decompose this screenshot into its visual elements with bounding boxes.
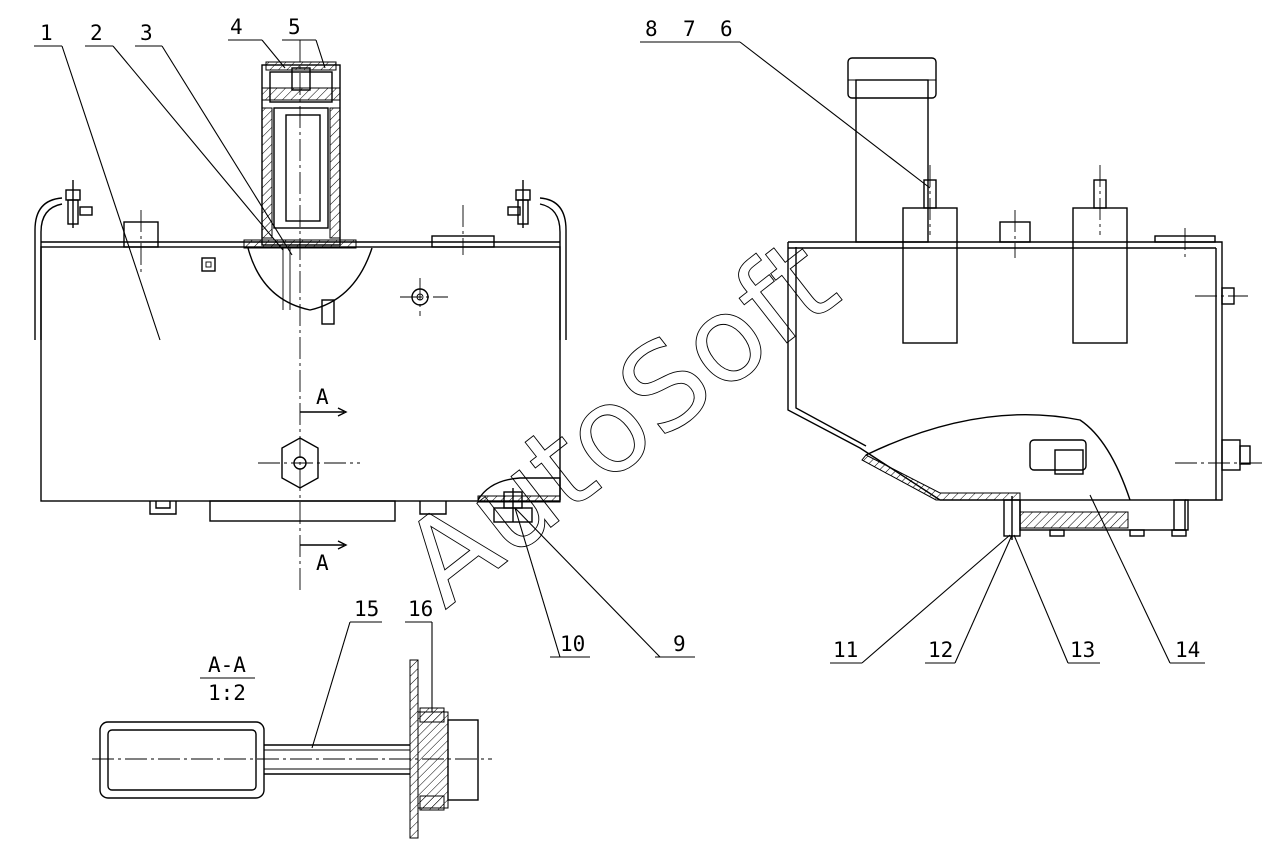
side-view bbox=[787, 57, 1262, 540]
callout-labels: 1 2 3 4 5 6 7 8 9 10 11 12 13 14 15 16 A… bbox=[40, 15, 1200, 705]
callout-7: 7 bbox=[683, 17, 696, 41]
callout-1: 1 bbox=[40, 21, 53, 45]
section-mark-top: A bbox=[316, 385, 329, 409]
callout-2: 2 bbox=[90, 21, 103, 45]
section-a-a bbox=[92, 659, 492, 839]
callout-3: 3 bbox=[140, 21, 153, 45]
callout-10: 10 bbox=[560, 632, 585, 656]
callout-11: 11 bbox=[833, 638, 858, 662]
section-scale: 1:2 bbox=[208, 681, 246, 705]
callout-15: 15 bbox=[354, 597, 379, 621]
callout-9: 9 bbox=[673, 632, 686, 656]
tank-body-side bbox=[788, 241, 1223, 501]
callout-13: 13 bbox=[1070, 638, 1095, 662]
front-view: A A bbox=[34, 40, 567, 590]
callout-8: 8 bbox=[645, 17, 658, 41]
leader-lines bbox=[34, 39, 1205, 749]
callout-14: 14 bbox=[1175, 638, 1200, 662]
section-mark-bottom: A bbox=[316, 551, 329, 575]
callout-16: 16 bbox=[408, 597, 433, 621]
section-title: A-A bbox=[208, 653, 246, 677]
callout-4: 4 bbox=[230, 15, 243, 39]
callout-5: 5 bbox=[288, 15, 301, 39]
callout-12: 12 bbox=[928, 638, 953, 662]
watermark-text: AutoSoft bbox=[377, 211, 861, 632]
callout-6: 6 bbox=[720, 17, 733, 41]
